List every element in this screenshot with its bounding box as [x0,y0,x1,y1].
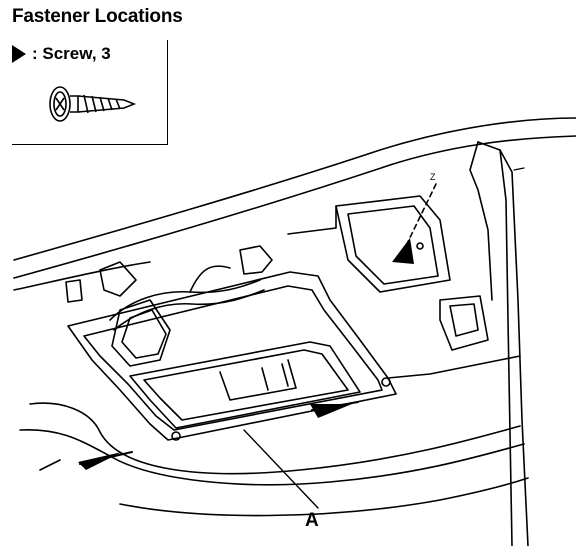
edge-pointer [513,167,525,171]
right-side-panel [469,141,529,546]
screw-heads [171,242,424,441]
glove-box-door [129,341,361,429]
dashboard-outline [13,117,576,291]
screw-arrow-lower [78,452,122,470]
callout-a-leader [243,429,319,509]
screw-arrow-lower-shaft [79,451,133,465]
triangle-arrow-icon [12,45,26,63]
callout-label-a: A [305,510,319,531]
glove-box-frame [67,271,397,441]
screw-arrow-middle-shaft [311,401,359,411]
legend-row: : Screw, 3 [12,44,111,64]
wire-harness [65,245,273,367]
page-title: Fastener Locations [12,6,183,27]
lower-dashboard [19,355,529,517]
screw-arrow-middle [310,404,352,418]
view-marker-z: Z [430,172,436,182]
screw-icon [49,86,137,122]
legend-box: : Screw, 3 [12,40,168,145]
screw-arrow-upper [392,238,414,264]
legend-label: : Screw, 3 [32,44,111,63]
upper-bracket [287,195,489,351]
